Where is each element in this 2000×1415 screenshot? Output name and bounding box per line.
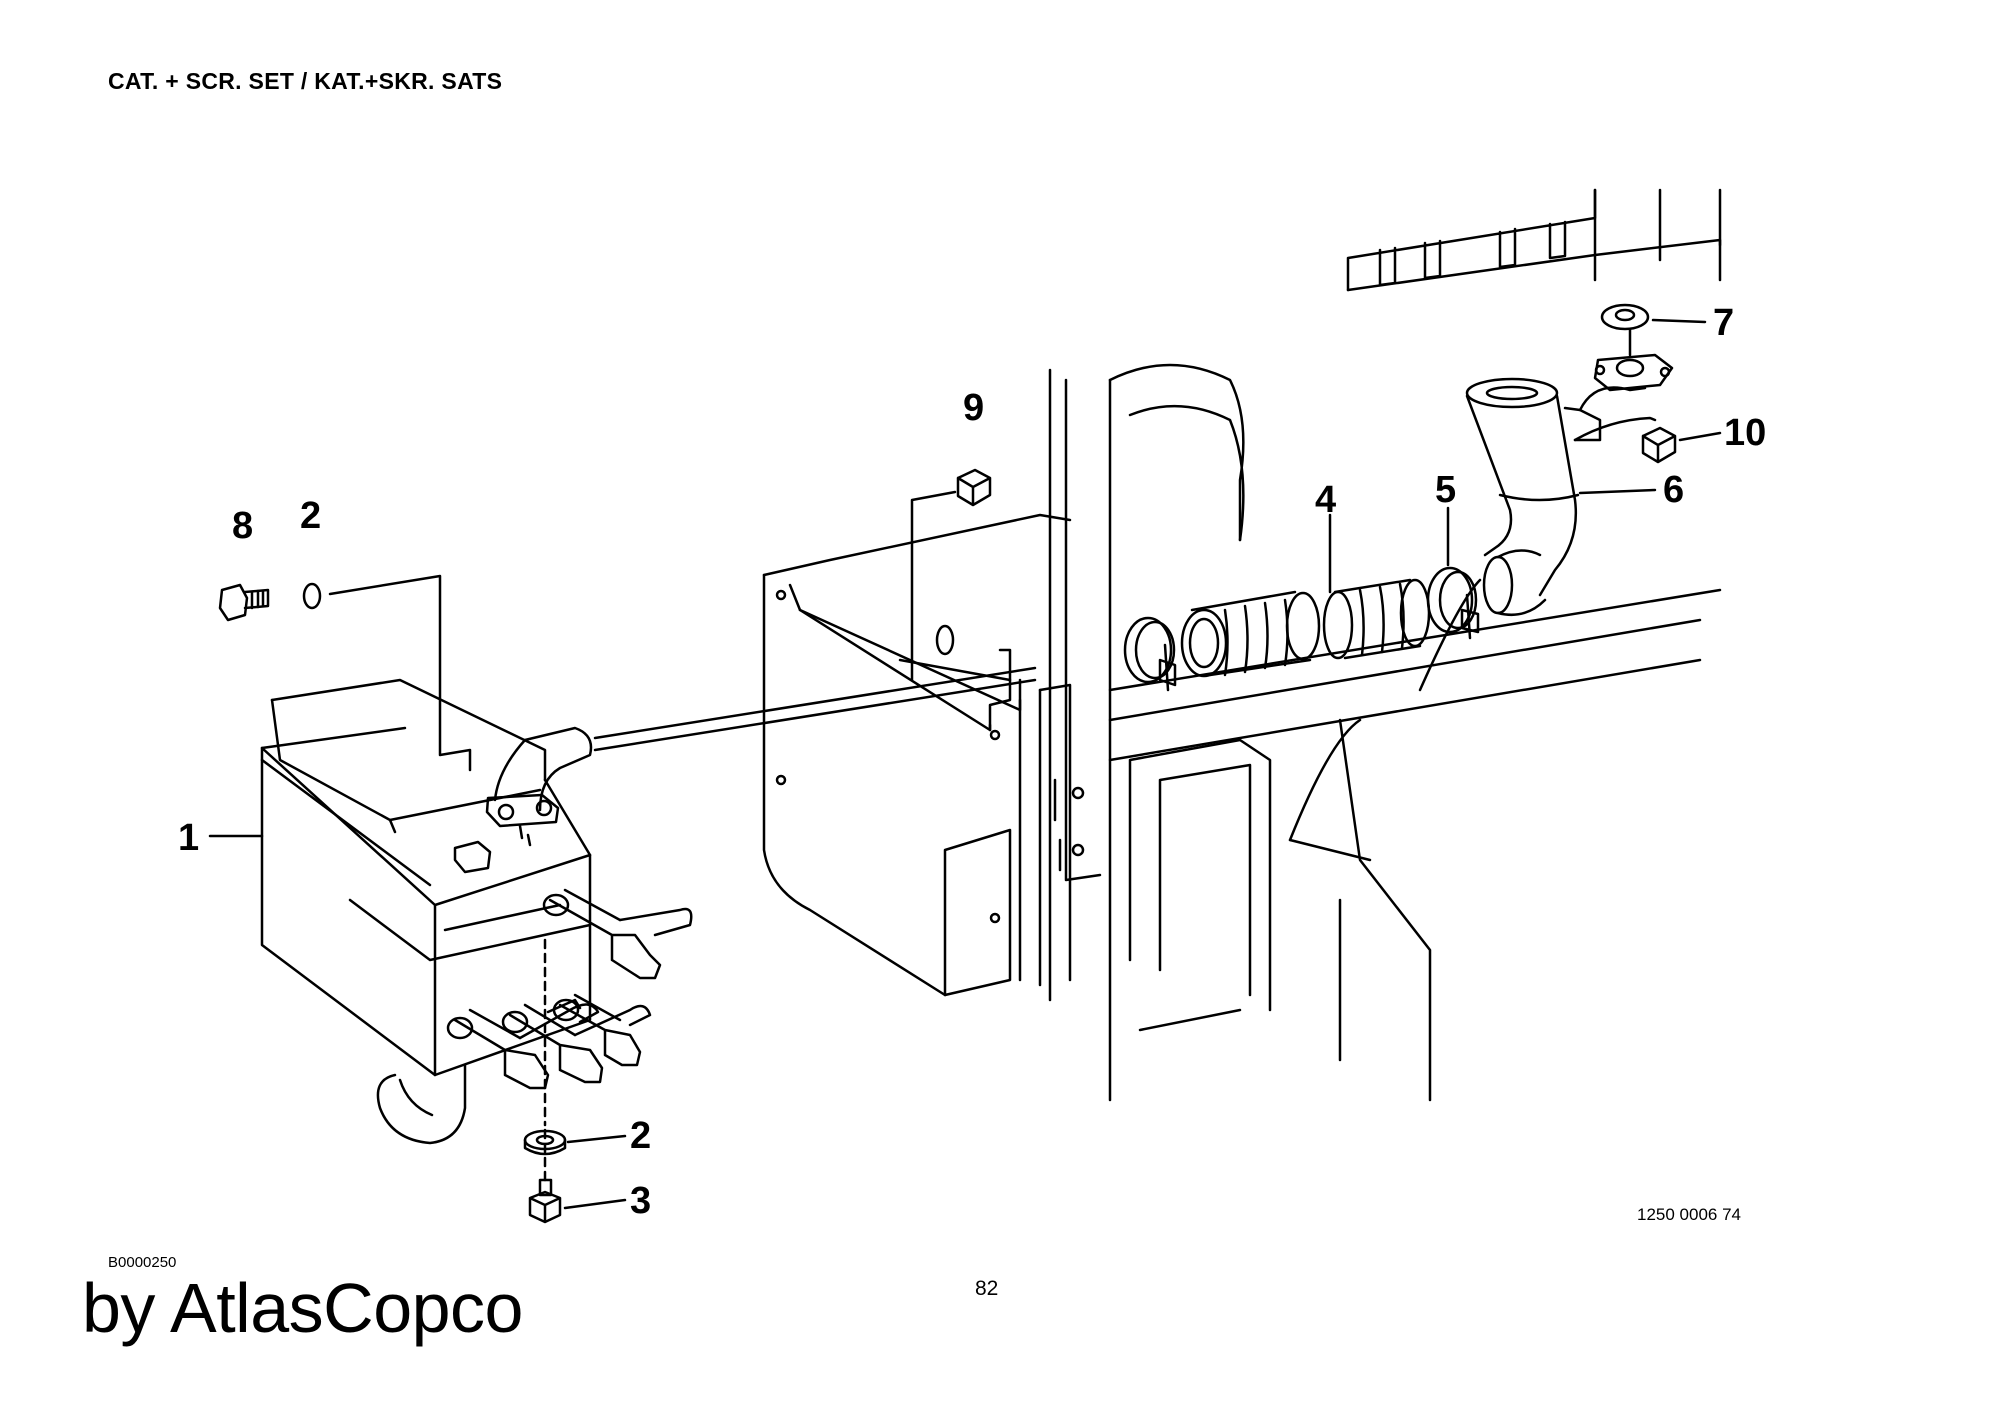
hose-clamp-left bbox=[1123, 616, 1177, 692]
callout-9: 9 bbox=[963, 387, 984, 429]
leader-washer-bottom bbox=[566, 1134, 627, 1144]
leader-gasket-7 bbox=[1651, 318, 1707, 324]
drawing-reference-number: 1250 0006 74 bbox=[1637, 1205, 1741, 1224]
figure-code: B0000250 bbox=[108, 1254, 177, 1271]
hose-part-4-a bbox=[1180, 590, 1321, 678]
mounting-bracket bbox=[762, 378, 1102, 997]
leader-bolt-3 bbox=[563, 1198, 627, 1210]
catalyst-box bbox=[260, 678, 693, 1145]
engine-block bbox=[1048, 188, 1722, 1102]
elbow-pipe-part-6 bbox=[1465, 328, 1674, 617]
hose-clamp-part-5 bbox=[1426, 566, 1480, 640]
leader-washer-top bbox=[328, 574, 472, 772]
callout-10: 10 bbox=[1724, 412, 1766, 454]
leader-nut-9 bbox=[910, 490, 957, 682]
page-number: 82 bbox=[975, 1277, 999, 1300]
callout-2-bottom: 2 bbox=[630, 1115, 651, 1157]
page-title: CAT. + SCR. SET / KAT.+SKR. SATS bbox=[108, 68, 503, 94]
connecting-pipe bbox=[593, 666, 1037, 752]
gasket-part-7 bbox=[1600, 303, 1650, 331]
washer-part-2-bottom bbox=[523, 1129, 567, 1156]
callout-2-top: 2 bbox=[300, 495, 321, 537]
callout-5: 5 bbox=[1435, 469, 1456, 511]
brand-logo-text: by AtlasCopco bbox=[82, 1269, 523, 1347]
nut-part-10 bbox=[1641, 426, 1677, 464]
hose-part-4-b bbox=[1322, 578, 1431, 660]
callout-8: 8 bbox=[232, 505, 253, 547]
callout-6: 6 bbox=[1663, 469, 1684, 511]
washer-part-2-top bbox=[302, 582, 322, 610]
callout-3: 3 bbox=[630, 1180, 651, 1222]
callout-7: 7 bbox=[1713, 302, 1734, 344]
callout-4: 4 bbox=[1315, 479, 1336, 521]
nut-part-9 bbox=[956, 468, 992, 507]
bolt-part-3 bbox=[528, 1178, 562, 1224]
leader-elbow-6 bbox=[1578, 488, 1657, 495]
leader-nut-10 bbox=[1678, 431, 1722, 442]
callout-1: 1 bbox=[178, 817, 199, 859]
bolt-part-8 bbox=[218, 583, 270, 622]
